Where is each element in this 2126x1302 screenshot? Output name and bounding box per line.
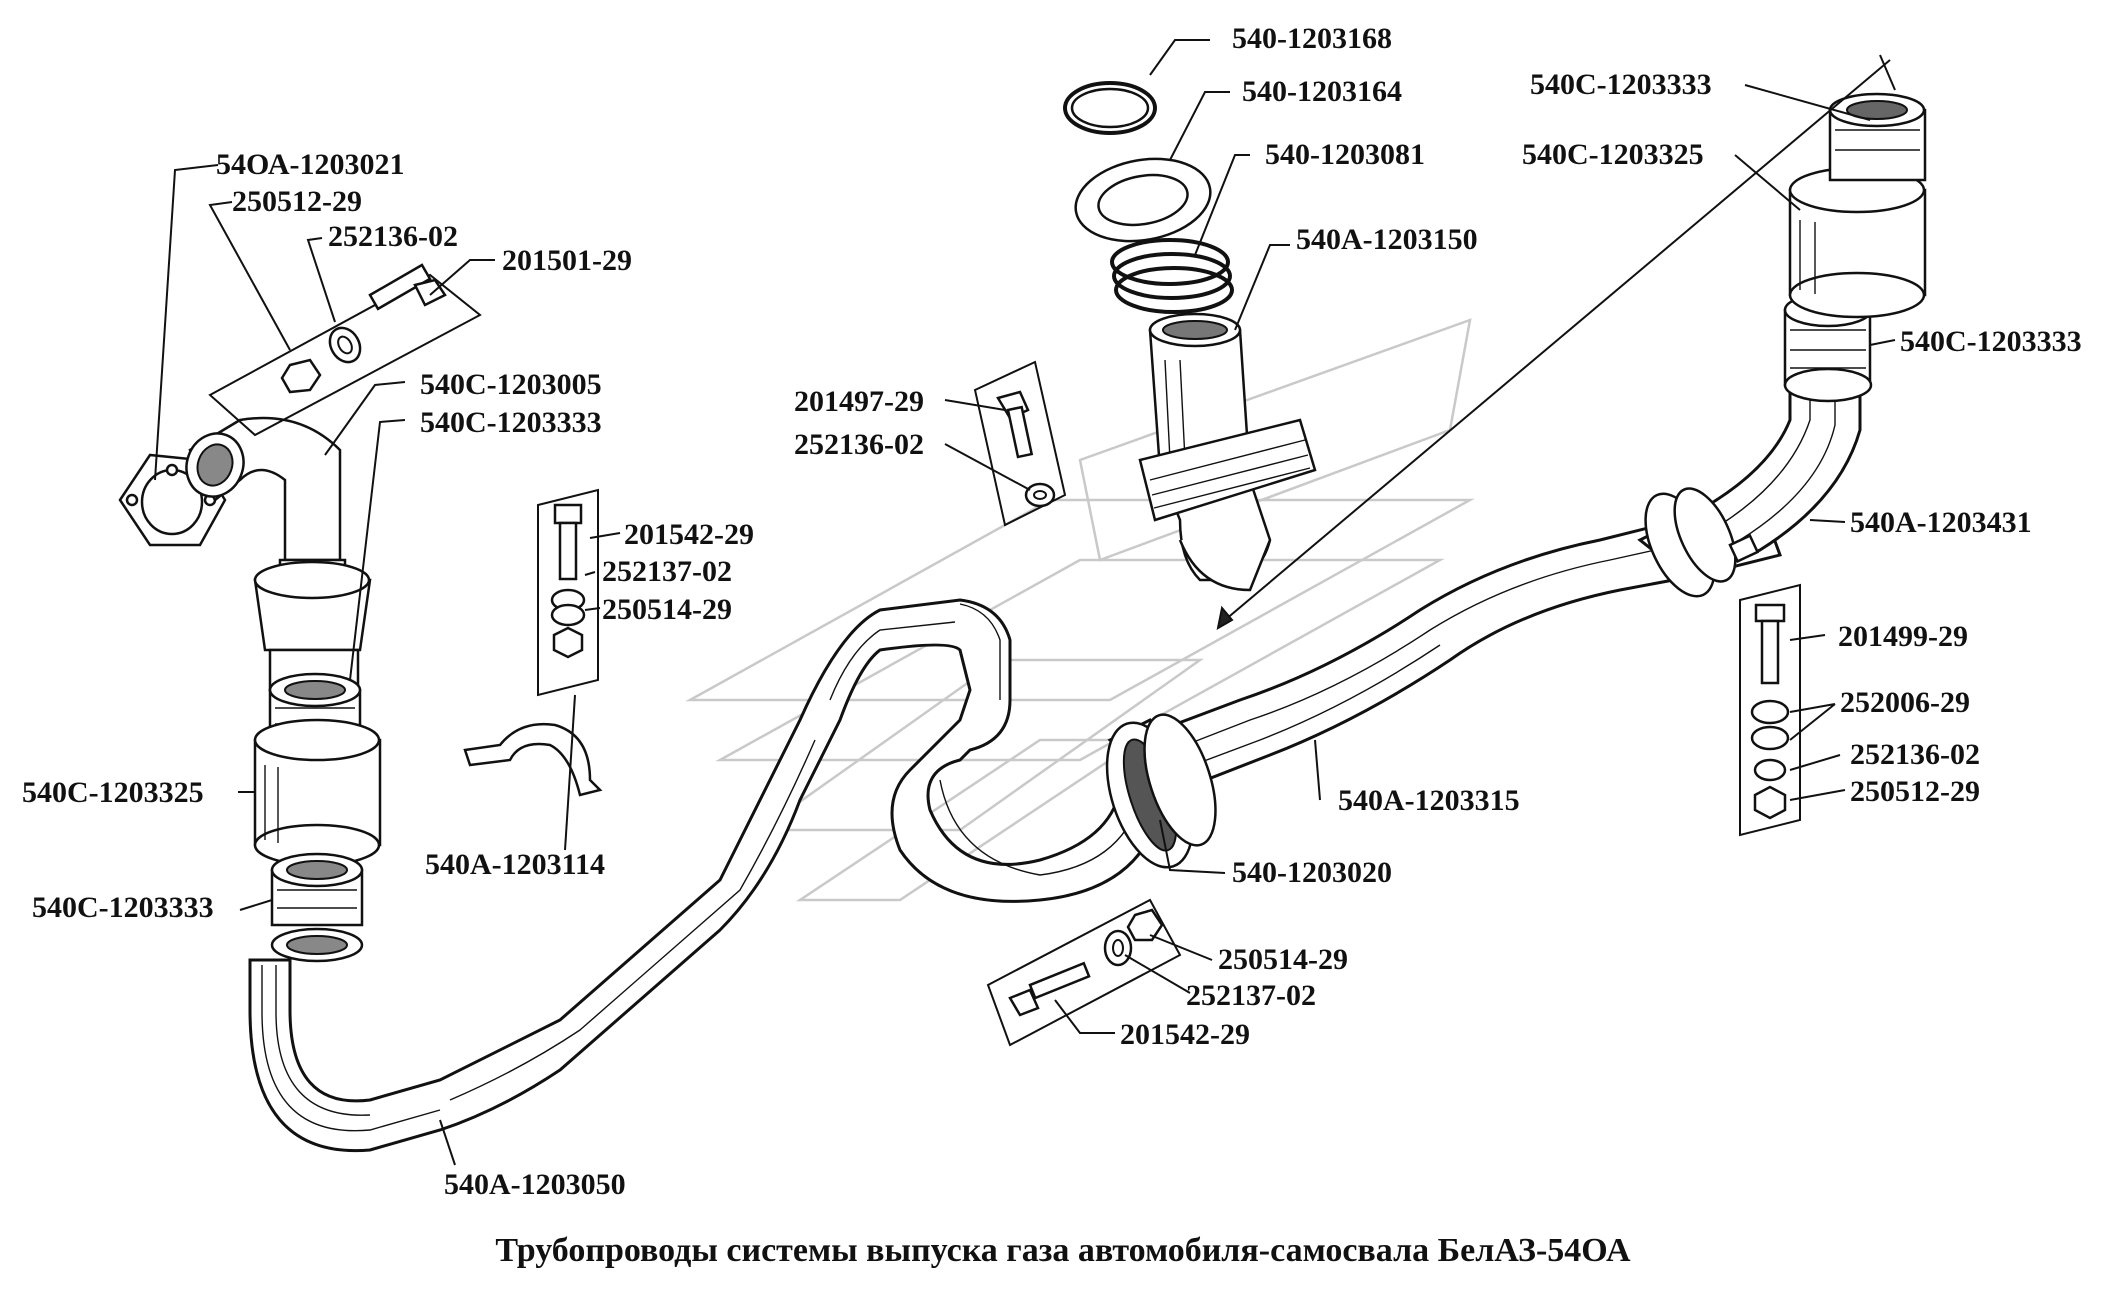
label-201501-29: 201501-29 — [502, 244, 632, 277]
spring-1203081 — [1110, 238, 1234, 314]
label-201542-29-lower: 201542-29 — [1120, 1018, 1250, 1051]
pipe-1203431 — [1637, 368, 1862, 598]
label-250514-29-lower: 250514-29 — [1218, 943, 1348, 976]
label-250512-29-right: 250512-29 — [1850, 775, 1980, 808]
label-201499-29: 201499-29 — [1838, 620, 1968, 653]
label-252137-02-lower: 252137-02 — [1186, 979, 1316, 1012]
label-540-1203020: 540-1203020 — [1232, 856, 1392, 889]
pipe-1203050-top-end — [270, 927, 364, 963]
coupling-1203333-left-upper — [268, 672, 362, 742]
label-540c-1203325-left: 540С-1203325 — [22, 776, 204, 809]
label-250512-29-top: 250512-29 — [232, 185, 362, 218]
label-54oa-1203021: 54ОА-1203021 — [216, 148, 405, 181]
figure-caption: Трубопроводы системы выпуска газа автомо… — [495, 1232, 1631, 1269]
hardware-box-201499 — [1739, 583, 1801, 837]
leader-lines — [154, 39, 1896, 1166]
label-252137-02-upper: 252137-02 — [602, 555, 732, 588]
label-540a-1203150: 540А-1203150 — [1296, 223, 1478, 256]
label-201497-29: 201497-29 — [794, 385, 924, 418]
label-540c-1203325-top: 540С-1203325 — [1522, 138, 1704, 171]
pipe-1203150 — [1138, 312, 1317, 592]
label-250514-29-upper: 250514-29 — [602, 593, 732, 626]
label-540-1203168: 540-1203168 — [1232, 22, 1392, 55]
label-540-1203081: 540-1203081 — [1265, 138, 1425, 171]
hardware-box-201497 — [973, 360, 1067, 527]
assembly-arrow — [1216, 54, 1896, 630]
label-540a-1203431: 540А-1203431 — [1850, 506, 2032, 539]
label-540a-1203315: 540А-1203315 — [1338, 784, 1520, 817]
label-540c-1203333-left-bottom: 540С-1203333 — [32, 891, 214, 924]
label-252136-02-mid: 252136-02 — [794, 428, 924, 461]
label-540c-1203005: 540С-1203005 — [420, 368, 602, 401]
sleeve-1203325-upper-right — [1788, 166, 1927, 319]
label-201542-29-upper: 201542-29 — [624, 518, 754, 551]
label-540-1203164: 540-1203164 — [1242, 75, 1402, 108]
label-540c-1203333-top: 540С-1203333 — [1530, 68, 1712, 101]
hardware-box-201542-lower — [986, 898, 1182, 1047]
label-540c-1203333-right: 540С-1203333 — [1900, 325, 2082, 358]
label-540a-1203114: 540А-1203114 — [425, 848, 605, 881]
ring-1203168 — [1063, 81, 1157, 135]
sleeve-1203325-left — [253, 718, 382, 867]
hardware-box-top-left — [208, 263, 482, 437]
coupling-1203333-top-right — [1828, 92, 1927, 182]
pipe-1203050 — [248, 598, 1170, 1153]
coupling-1203333-left-lower — [270, 852, 364, 927]
clamp-1203114 — [463, 723, 603, 797]
label-540a-1203050: 540А-1203050 — [444, 1168, 626, 1201]
label-540c-1203333-left-top: 540С-1203333 — [420, 406, 602, 439]
label-252006-29: 252006-29 — [1840, 686, 1970, 719]
label-252136-02-right: 252136-02 — [1850, 738, 1980, 771]
label-252136-02-top: 252136-02 — [328, 220, 458, 253]
hardware-box-201542-upper — [537, 488, 599, 697]
flange-1203020 — [1105, 713, 1217, 869]
gasket-1203164 — [1074, 157, 1212, 243]
